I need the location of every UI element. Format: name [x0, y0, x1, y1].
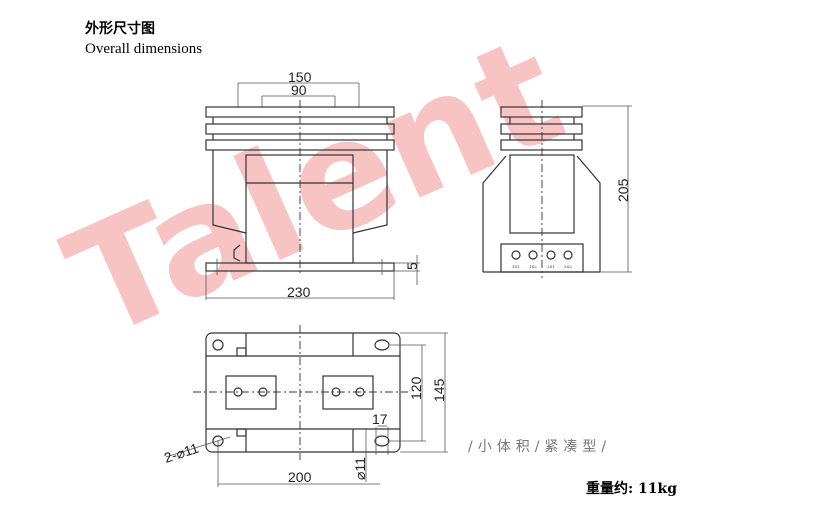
dim-2-holes: 2-⌀11 — [162, 440, 201, 466]
front-view: 150 90 230 5 — [205, 69, 420, 300]
terminal-block: 1S1 1S2 2S1 2S2 — [511, 250, 573, 269]
tagline: /小体积/紧凑型/ — [468, 439, 612, 455]
top-view: 120 145 17 ⌀11 200 2-⌀11 — [162, 325, 448, 487]
svg-text:Talent: Talent — [44, 4, 586, 373]
side-view: 1S1 1S2 2S1 2S2 205 — [482, 100, 632, 278]
dim-90: 90 — [291, 82, 307, 98]
dim-120: 120 — [408, 376, 424, 400]
weight-label: 重量约: 11kg — [586, 481, 678, 497]
dim-145: 145 — [431, 378, 447, 402]
title-chinese: 外形尺寸图 — [85, 21, 155, 37]
svg-text:1S2: 1S2 — [529, 264, 537, 269]
dim-5: 5 — [404, 262, 420, 270]
title-english: Overall dimensions — [85, 41, 203, 57]
watermark-logo: Talent — [44, 4, 586, 373]
svg-text:2S1: 2S1 — [547, 264, 555, 269]
svg-text:2S2: 2S2 — [564, 264, 572, 269]
dim-230: 230 — [287, 284, 311, 300]
svg-text:1S1: 1S1 — [512, 264, 520, 269]
dim-150: 150 — [288, 69, 312, 85]
dim-17: 17 — [372, 411, 388, 427]
dim-hole-d11: ⌀11 — [352, 457, 368, 480]
dim-205: 205 — [615, 178, 631, 202]
dim-200: 200 — [288, 469, 312, 485]
